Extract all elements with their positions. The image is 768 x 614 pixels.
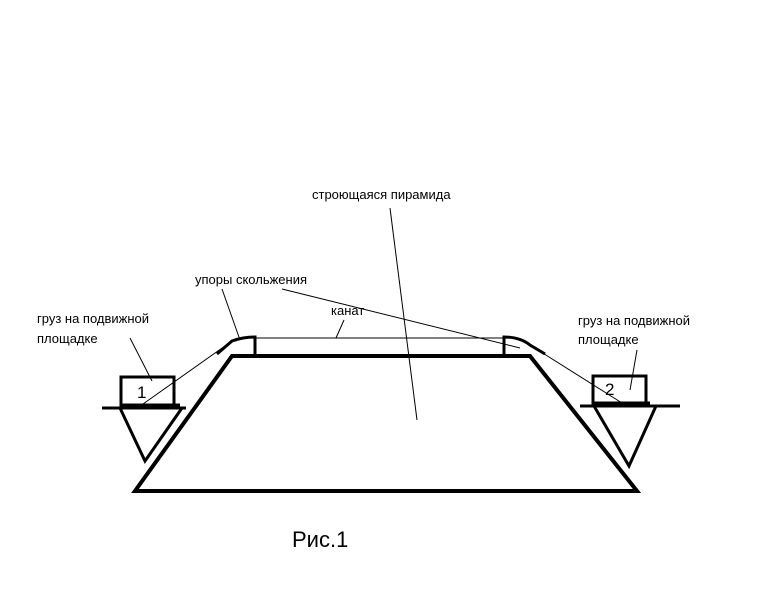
right-platform-support: [591, 404, 659, 470]
left-platform-support: [117, 406, 185, 464]
leader-left-load: [129, 337, 153, 382]
load-left-number: 1: [137, 383, 147, 402]
left-load-box: [119, 375, 176, 407]
rope-left: [142, 340, 233, 405]
right-load-box: [591, 374, 648, 405]
leader-pyramid: [389, 207, 418, 421]
label-left-load-line1: груз на подвижной: [37, 311, 150, 326]
label-pyramid: строющаяся пирамида: [312, 187, 451, 202]
label-rope: канат: [331, 303, 365, 318]
label-sliding-stops: упоры скольжения: [195, 272, 307, 287]
leader-rope: [335, 319, 345, 339]
label-right-load-line2: площадке: [578, 332, 639, 347]
leader-right-load: [629, 349, 638, 391]
leader-stops-right: [281, 288, 521, 349]
load-right-number: 2: [605, 380, 615, 399]
label-right-load-line1: груз на подвижной: [578, 313, 691, 328]
pyramid-body: [131, 354, 642, 493]
left-sliding-stop: [216, 335, 257, 356]
leader-stops-left: [221, 288, 241, 341]
label-left-load-line2: площадке: [37, 331, 98, 346]
figure-caption: Рис.1: [292, 527, 349, 552]
right-sliding-stop: [502, 335, 546, 356]
rope-right: [529, 344, 623, 404]
